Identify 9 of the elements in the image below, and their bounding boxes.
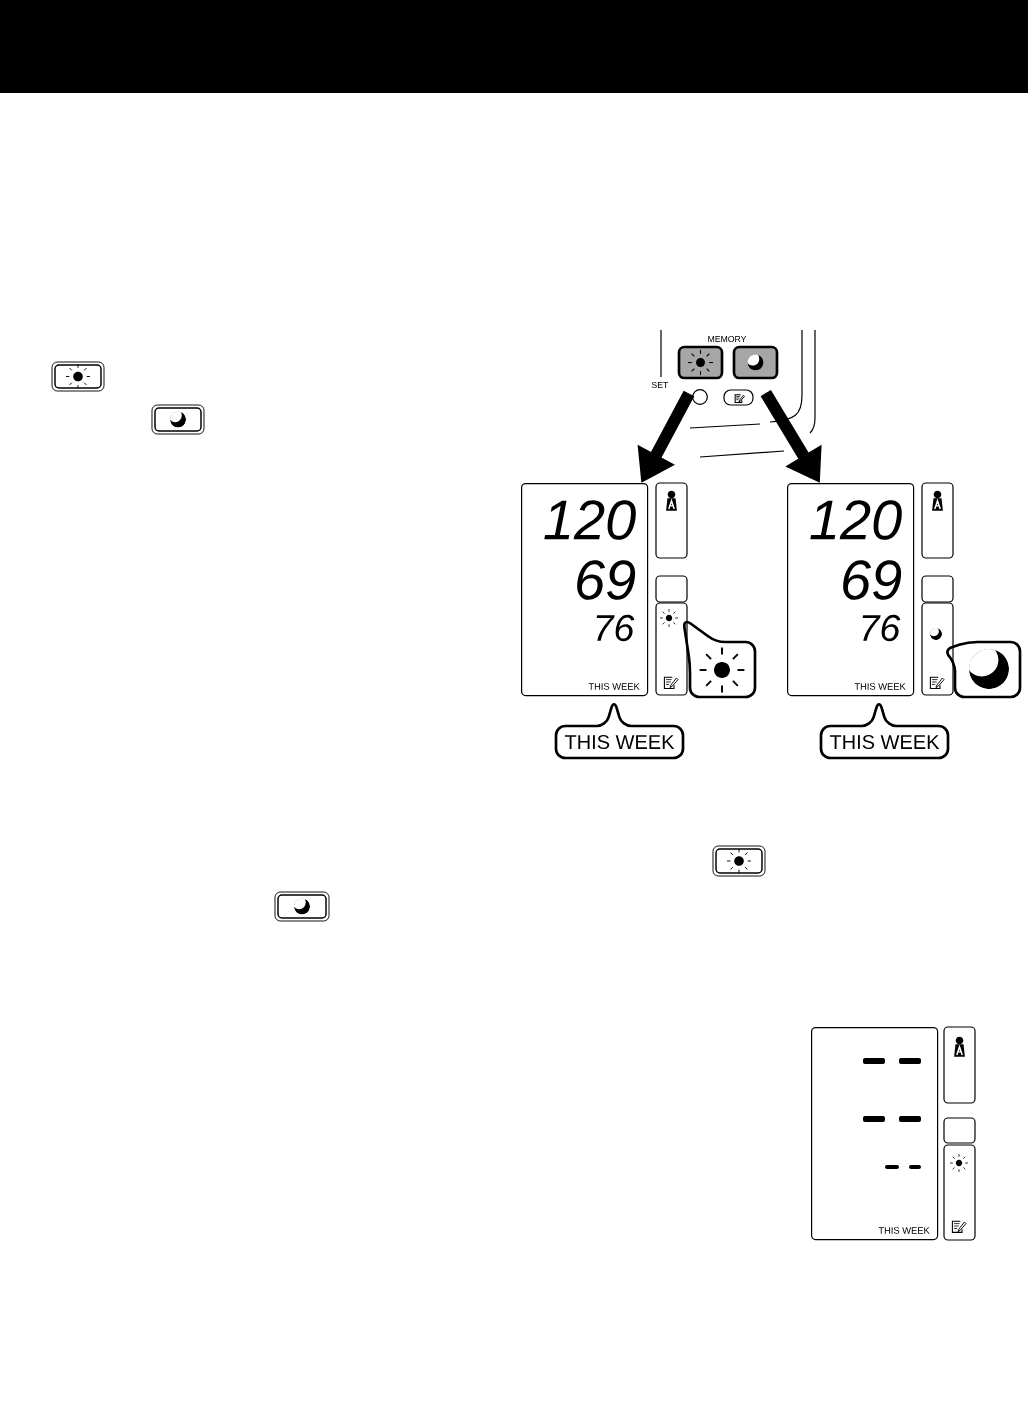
lcd-screen: THIS WEEK (811, 1027, 939, 1241)
callout-bubble: THIS WEEK (554, 702, 685, 760)
device-label: MEMORY (708, 335, 747, 343)
callout-bubble: THIS WEEK (819, 702, 950, 760)
memory-button (677, 345, 724, 380)
lcd-screen: 120 69 76 THIS WEEK (787, 483, 915, 697)
callout-bubble (682, 620, 757, 699)
lcd-screen: 120 69 76 THIS WEEK (521, 483, 649, 697)
device-label: SET (651, 381, 669, 389)
